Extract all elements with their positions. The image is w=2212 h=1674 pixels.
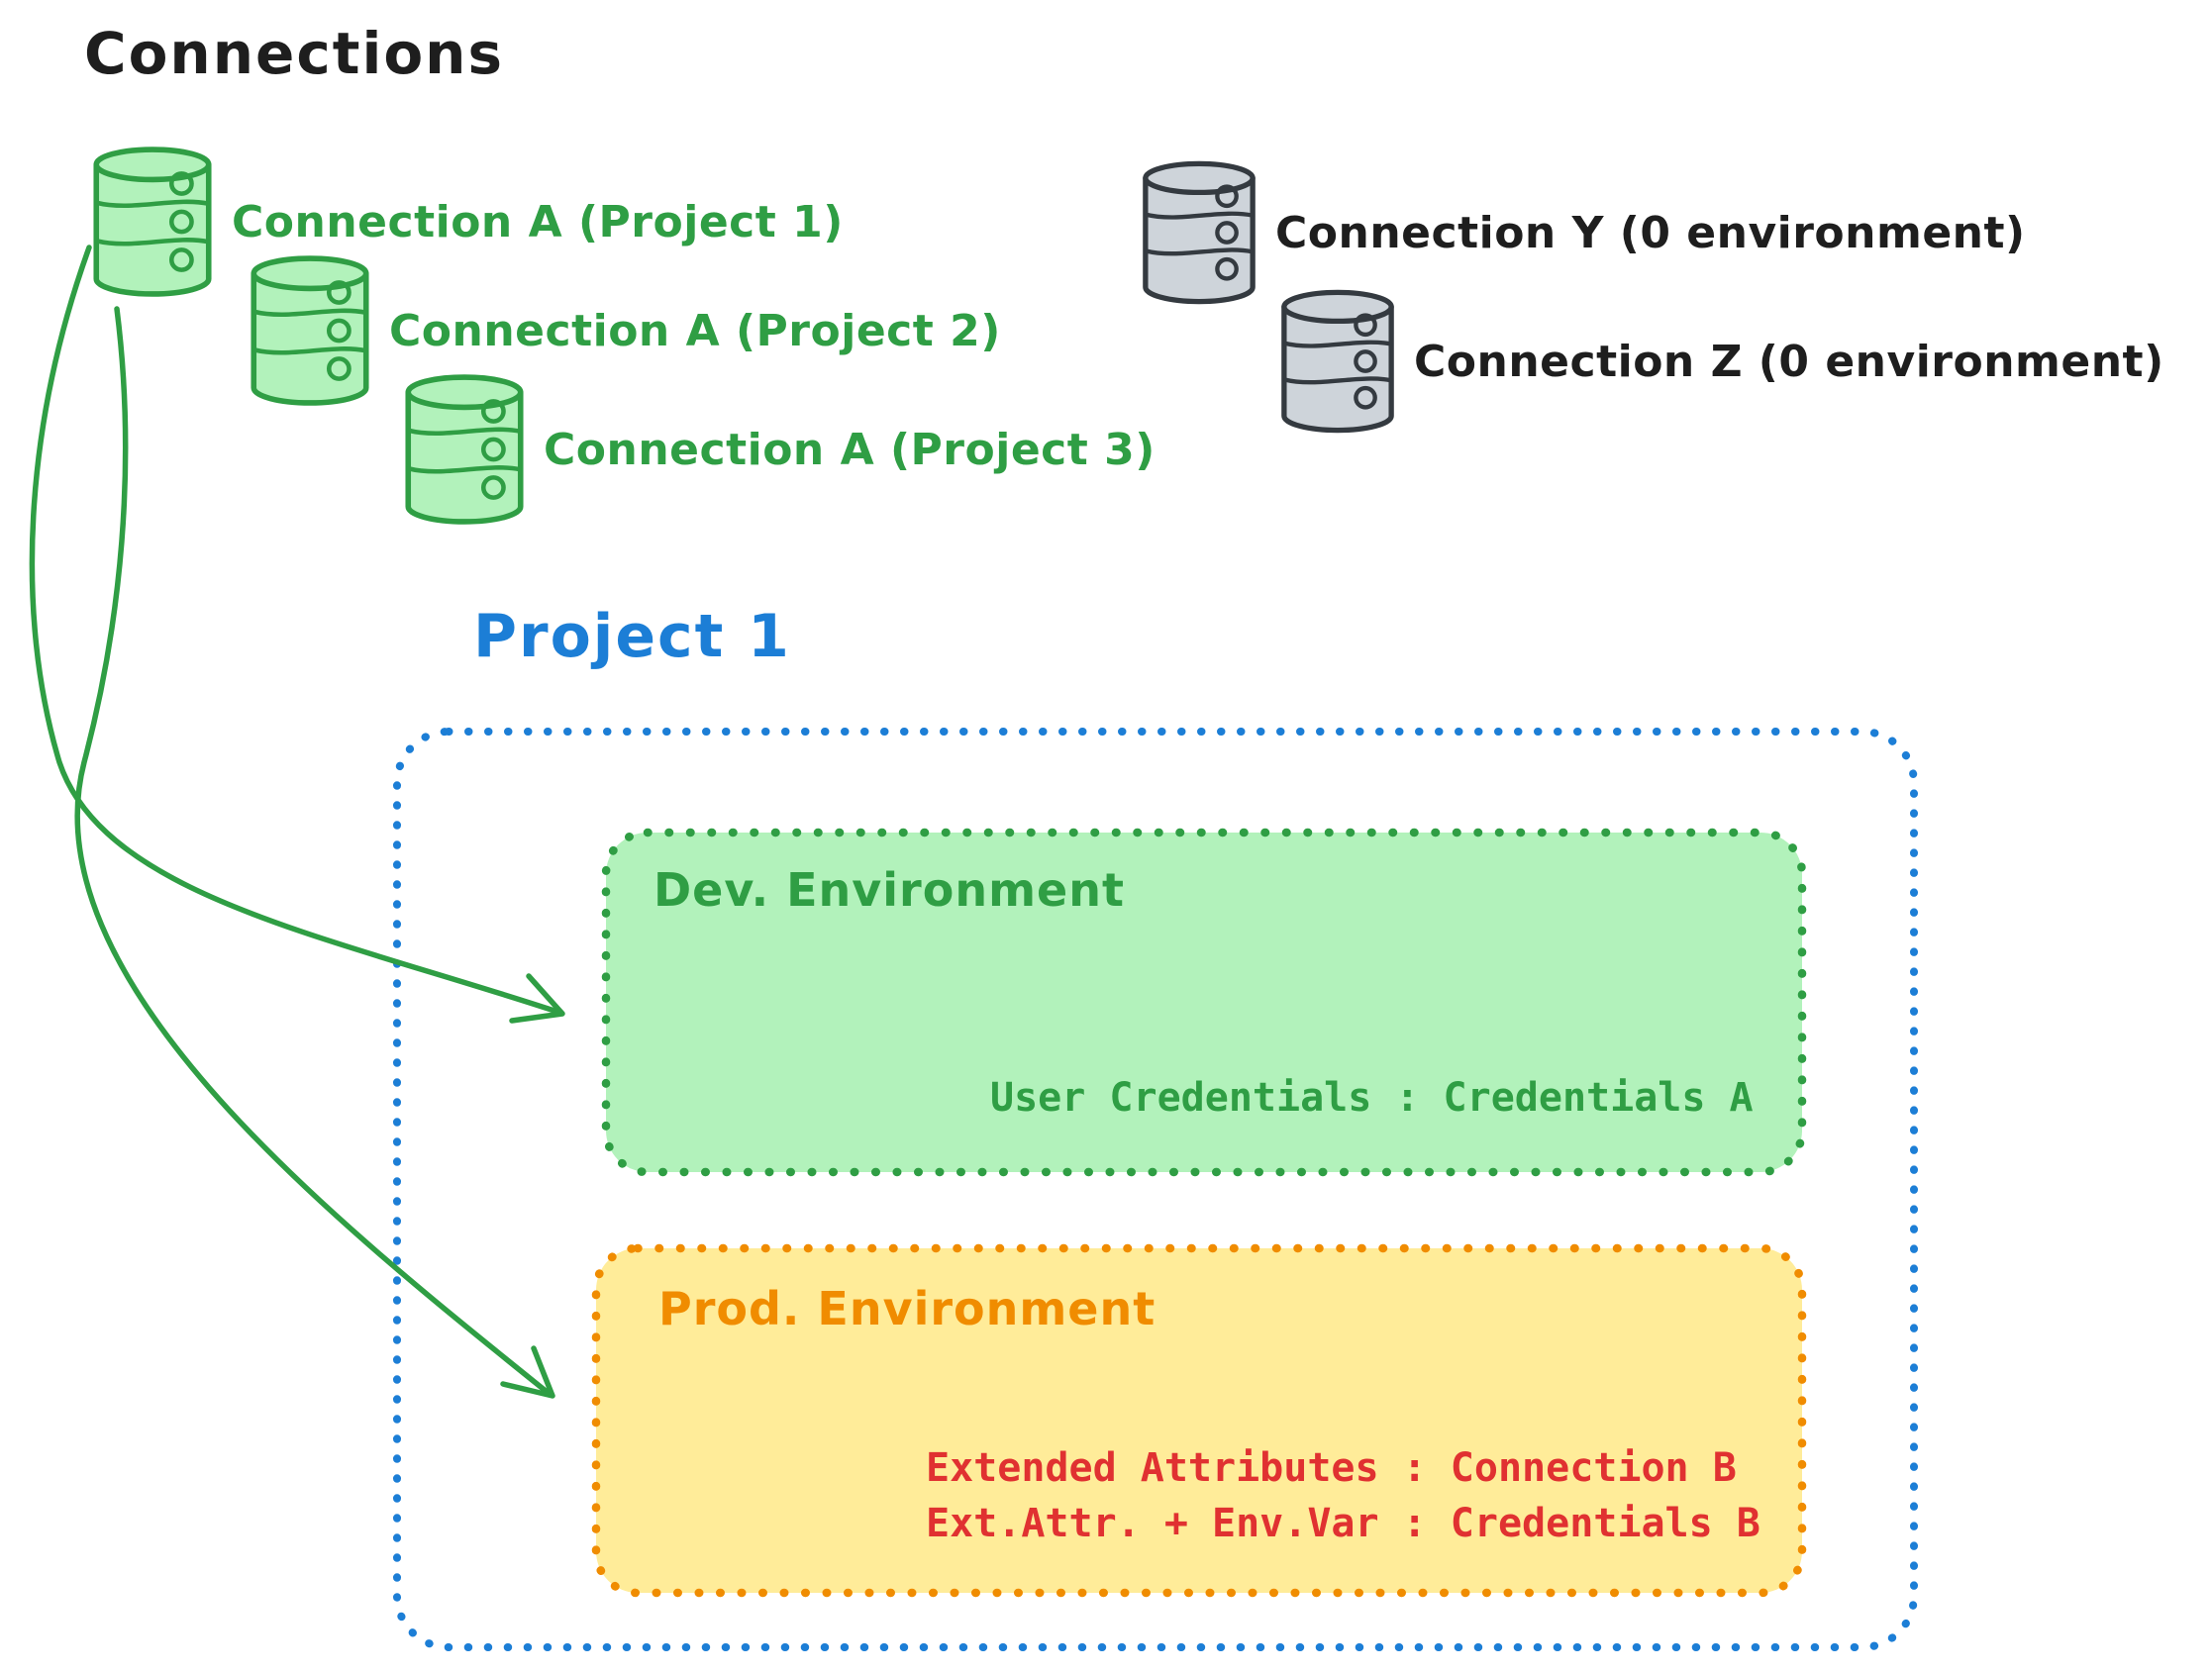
connection-a-project-1: Connection A (Project 1) <box>92 147 844 297</box>
connection-a-project-2: Connection A (Project 2) <box>250 255 1001 406</box>
dev-environment-title: Dev. Environment <box>654 863 1125 917</box>
database-icon <box>1280 289 1395 434</box>
project-title: Project 1 <box>473 602 791 671</box>
database-icon <box>92 147 213 297</box>
connection-z: Connection Z (0 environment) <box>1280 289 2164 434</box>
prod-credential-line: Extended Attributes : Connection B <box>926 1445 1737 1491</box>
page-title: Connections <box>84 20 504 87</box>
prod-environment-box <box>591 1243 1807 1598</box>
project-1-box <box>393 728 1918 1651</box>
connection-label: Connection A (Project 2) <box>389 305 1001 356</box>
database-icon <box>1142 160 1257 305</box>
prod-environment-title: Prod. Environment <box>658 1282 1156 1335</box>
arrow-connection-a-to-prod <box>74 306 555 1399</box>
connection-label: Connection Z (0 environment) <box>1414 336 2164 387</box>
connection-y: Connection Y (0 environment) <box>1142 160 2026 305</box>
prod-environment-credentials: Extended Attributes : Connection B Ext.A… <box>926 1440 1760 1551</box>
arrow-connection-a-to-dev <box>29 245 565 1024</box>
database-icon <box>250 255 370 406</box>
dev-environment-credentials: User Credentials : Credentials A <box>990 1075 1754 1121</box>
connection-a-project-3: Connection A (Project 3) <box>404 374 1156 525</box>
dev-environment-box <box>601 828 1807 1177</box>
database-icon <box>404 374 525 525</box>
connection-label: Connection A (Project 3) <box>544 424 1156 475</box>
prod-credential-line: Ext.Attr. + Env.Var : Credentials B <box>926 1501 1760 1546</box>
connection-label: Connection Y (0 environment) <box>1275 207 2026 258</box>
connection-label: Connection A (Project 1) <box>232 196 844 247</box>
